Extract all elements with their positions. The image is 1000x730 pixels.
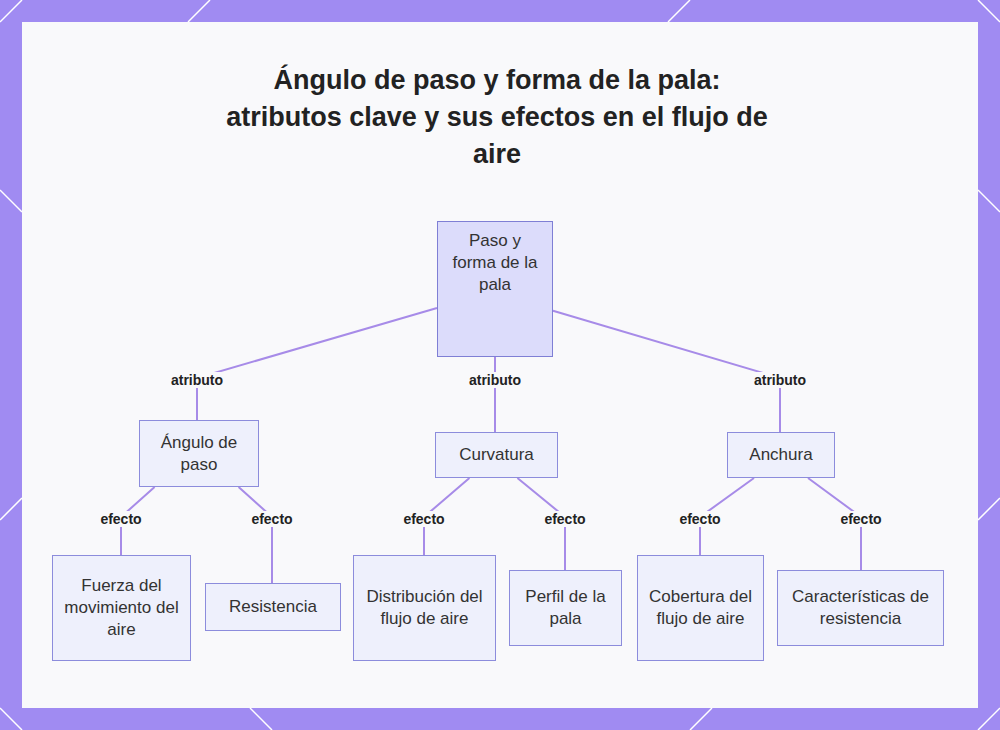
- node-text: Características de resistencia: [788, 586, 933, 630]
- node-text: Anchura: [749, 444, 812, 466]
- connector-line: [553, 311, 780, 432]
- node-text: Curvatura: [459, 444, 534, 466]
- concept-box: Fuerza del movimiento del aire: [52, 555, 191, 661]
- edge-label: efecto: [542, 511, 587, 527]
- node-text: Perfil de la pala: [520, 586, 611, 630]
- edge-label: efecto: [98, 511, 143, 527]
- root-box: Paso y forma de la pala: [437, 221, 553, 357]
- edge-label: efecto: [401, 511, 446, 527]
- concept-box: Características de resistencia: [777, 570, 944, 646]
- edge-label: efecto: [838, 511, 883, 527]
- edge-label: efecto: [677, 511, 722, 527]
- concept-box: Cobertura del flujo de aire: [637, 555, 764, 661]
- connector-line: [197, 308, 437, 420]
- node-text: Resistencia: [229, 596, 317, 618]
- node-text: Paso y forma de la pala: [448, 230, 542, 296]
- connector-line: [239, 487, 272, 583]
- concept-box: Ángulo de paso: [139, 420, 259, 487]
- concept-box: Perfil de la pala: [509, 570, 622, 646]
- node-text: Cobertura del flujo de aire: [648, 586, 753, 630]
- concept-box: Anchura: [727, 432, 835, 478]
- edge-label: atributo: [169, 372, 225, 388]
- concept-box: Curvatura: [435, 432, 558, 478]
- node-text: Distribución del flujo de aire: [364, 586, 485, 630]
- edge-label: atributo: [467, 372, 523, 388]
- concept-box: Distribución del flujo de aire: [353, 555, 496, 661]
- edge-label: atributo: [752, 372, 808, 388]
- connector-line: [494, 357, 496, 432]
- diagram-title: Ángulo de paso y forma de la pala: atrib…: [217, 62, 777, 173]
- edge-label: efecto: [249, 511, 294, 527]
- concept-box: Resistencia: [205, 583, 341, 631]
- node-text: Fuerza del movimiento del aire: [63, 575, 180, 641]
- node-text: Ángulo de paso: [150, 432, 248, 476]
